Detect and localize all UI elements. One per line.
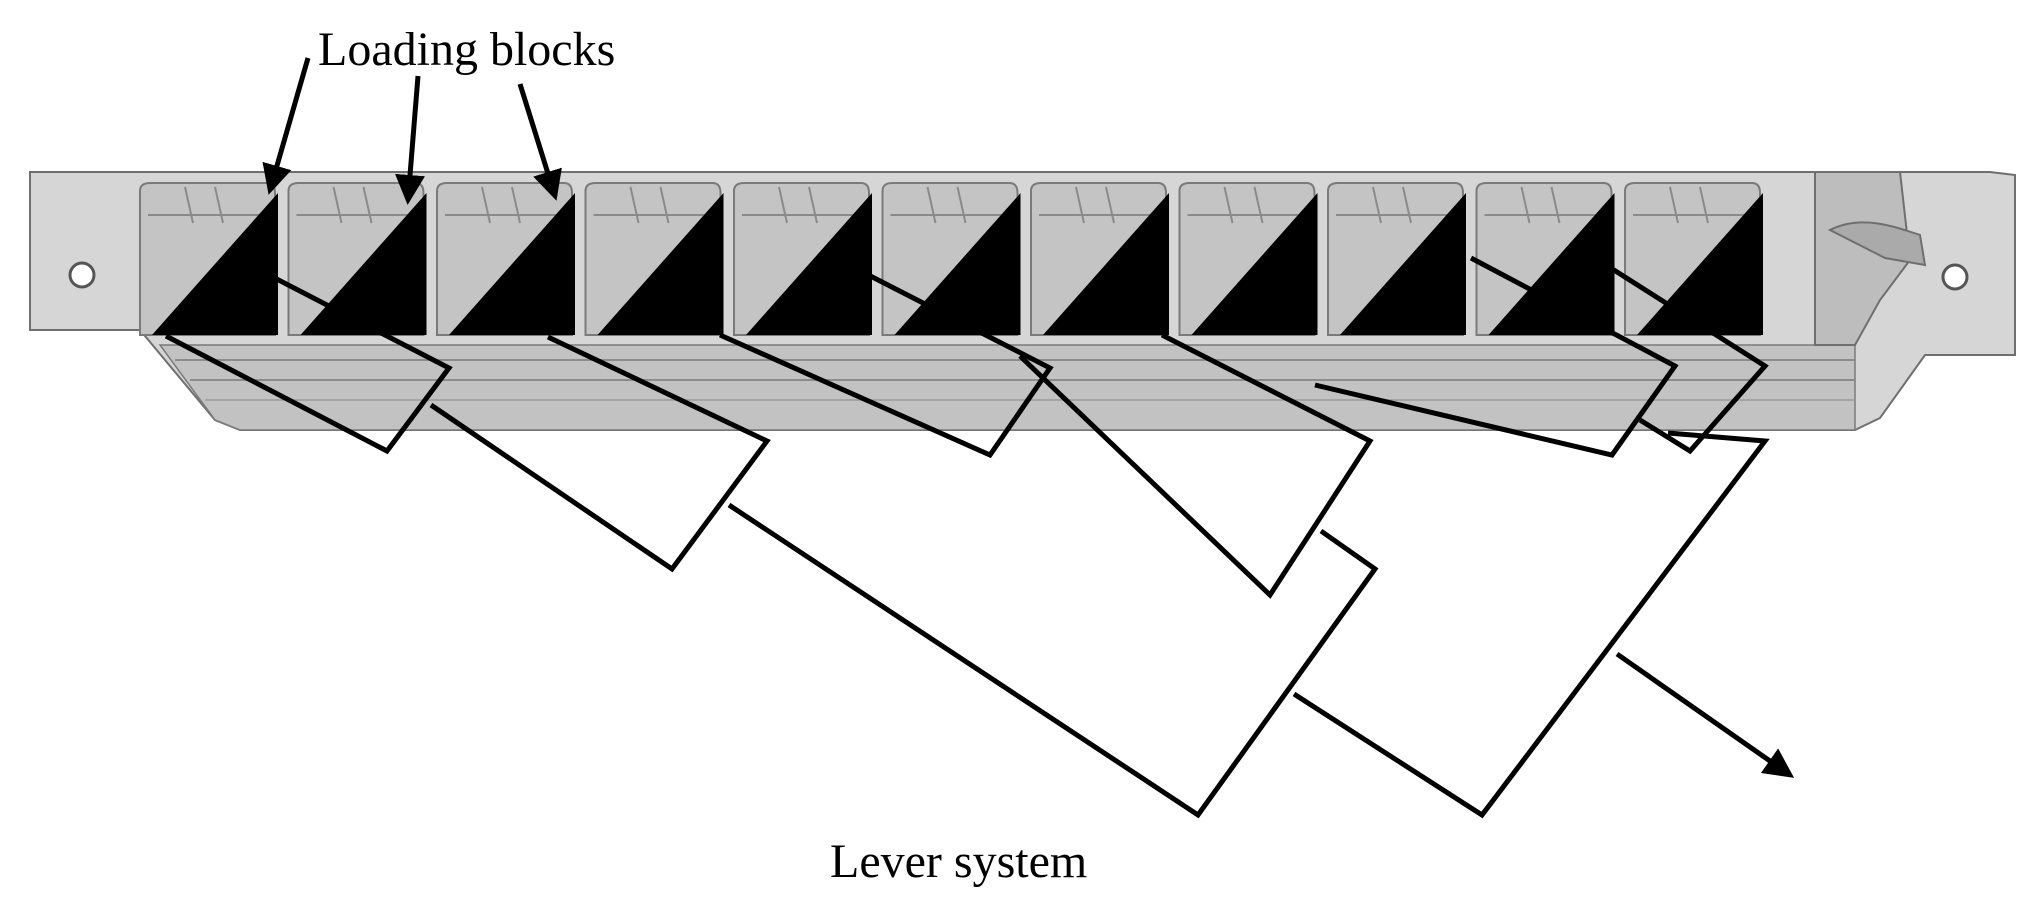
- loading-block-4: [597, 193, 724, 335]
- loading-block-3: [449, 193, 575, 335]
- pocket-grille-line: [362, 186, 373, 224]
- pocket-grille-line: [1402, 186, 1412, 224]
- pocket-grille-line: [629, 186, 640, 224]
- pocket-grille-line: [1372, 186, 1382, 224]
- rail-right-hook: [1827, 221, 1927, 267]
- pocket-grille-line: [1550, 186, 1561, 224]
- lever-output-arrow: [1615, 651, 1795, 778]
- loading-block-10: [1488, 193, 1615, 335]
- pocket-grille-line: [1253, 186, 1264, 224]
- lever-2a: [727, 502, 1379, 819]
- pocket-grille-line: [1105, 186, 1115, 224]
- pocket-grille-line: [1520, 186, 1531, 224]
- leader-arrows: [262, 57, 562, 205]
- loading-block-6: [894, 193, 1021, 335]
- rail-lower-band: [158, 344, 1856, 431]
- loading-block-11: [1637, 193, 1763, 335]
- pocket-grille-line: [956, 186, 967, 224]
- lever-1d: [1018, 332, 1374, 599]
- leader-arrow-1: [262, 57, 311, 195]
- mount-hole-right: [1941, 263, 1969, 291]
- lever-2b: [1292, 430, 1770, 819]
- lever-system-label: Lever system: [830, 835, 1088, 888]
- lever-1f: [1593, 255, 1769, 455]
- leader-arrow-2: [395, 75, 425, 205]
- pocket-grille-line: [1223, 186, 1234, 224]
- pocket-grille-line: [1669, 186, 1679, 224]
- leader-arrow-3: [517, 83, 562, 201]
- loading-block-7: [1043, 193, 1169, 335]
- pocket-grille-line: [808, 186, 818, 224]
- lever-1c: [718, 259, 1054, 459]
- lever-system: [164, 253, 1795, 819]
- pocket-grille-line: [1075, 186, 1085, 224]
- loading-block-1: [152, 193, 278, 335]
- pocket-grille-line: [1699, 186, 1709, 224]
- pocket-grille-line: [481, 186, 491, 224]
- lever-1e: [1314, 255, 1679, 458]
- mount-hole-left: [68, 261, 96, 289]
- rail-right-bracket: [1814, 171, 1912, 346]
- loading-block-5: [746, 193, 872, 335]
- lever-1b: [429, 334, 771, 573]
- loading-block-group: [152, 193, 1763, 335]
- loading-blocks-label: Loading blocks: [318, 23, 616, 76]
- pocket-grille-line: [332, 186, 343, 224]
- pocket-grille-line: [659, 186, 670, 224]
- loading-block-2: [300, 193, 427, 335]
- pocket-grille-line: [184, 186, 194, 224]
- pocket-grille-line: [214, 186, 224, 224]
- pocket-grille-line: [778, 186, 788, 224]
- loading-block-9: [1340, 193, 1466, 335]
- lever-1a: [164, 253, 453, 455]
- loading-block-8: [1191, 193, 1318, 335]
- pocket-grille-line: [511, 186, 521, 224]
- pocket-grille-line: [926, 186, 937, 224]
